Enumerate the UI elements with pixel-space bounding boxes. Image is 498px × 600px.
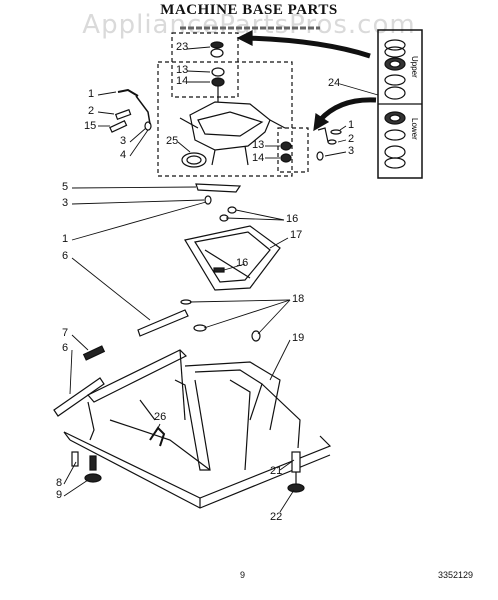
hub-parts-stack [210, 41, 225, 104]
callout-6: 6 [62, 250, 69, 262]
inset-bearings [384, 39, 406, 169]
callout-21: 21 [270, 465, 283, 477]
callout-16-lower: 16 [236, 257, 249, 269]
callout-3: 3 [120, 135, 127, 147]
inset-upper-label: Upper [410, 56, 419, 78]
subtitle-smudge [170, 19, 330, 30]
callout-13-right: 13 [252, 139, 265, 151]
triangular-bracket [184, 225, 281, 291]
group-box-side-parts [277, 127, 309, 173]
callout-25: 25 [166, 135, 179, 147]
group-box-gearcase [157, 61, 293, 177]
callout-16: 16 [286, 213, 299, 225]
right-side-parts [280, 127, 342, 163]
callout-8: 8 [56, 477, 63, 489]
callout-2: 2 [88, 105, 95, 117]
callout-1: 1 [88, 88, 95, 100]
suspension-rods [53, 299, 261, 417]
page-title: MACHINE BASE PARTS [160, 2, 338, 18]
left-bracket-parts [109, 88, 152, 133]
callout-26: 26 [154, 411, 167, 423]
callout-9: 9 [56, 489, 63, 501]
leveling-feet [71, 426, 305, 493]
group-box-upper-hub [171, 32, 239, 98]
page-number: 9 [240, 570, 246, 580]
callout-22: 22 [270, 511, 283, 523]
gearcase-assembly [179, 101, 286, 168]
callout-14: 14 [176, 75, 189, 87]
callout-13: 13 [176, 64, 189, 76]
leader-lines [63, 46, 379, 513]
callout-4: 4 [120, 149, 127, 161]
callout-24: 24 [328, 77, 341, 89]
callout-19: 19 [292, 332, 305, 344]
callout-15: 15 [84, 120, 97, 132]
callout-3-right: 3 [348, 145, 355, 157]
callout-7: 7 [62, 327, 69, 339]
callout-1-right: 1 [348, 119, 355, 131]
callout-2-right: 2 [348, 133, 355, 145]
document-number: 3352129 [438, 570, 474, 580]
callout-23: 23 [176, 41, 189, 53]
seal-ring [181, 152, 207, 168]
inset-lower-label: Lower [410, 118, 419, 140]
callout-18: 18 [292, 293, 305, 305]
callout-1-mid: 1 [62, 233, 69, 245]
callout-17: 17 [290, 229, 303, 241]
callout-14-right: 14 [252, 152, 265, 164]
callout-3-mid: 3 [62, 197, 69, 209]
callout-5: 5 [62, 181, 69, 193]
callout-6-lower: 6 [62, 342, 69, 354]
machine-base-frame [63, 349, 332, 509]
arrow-lower [318, 97, 377, 122]
arrow-upper [244, 35, 371, 59]
